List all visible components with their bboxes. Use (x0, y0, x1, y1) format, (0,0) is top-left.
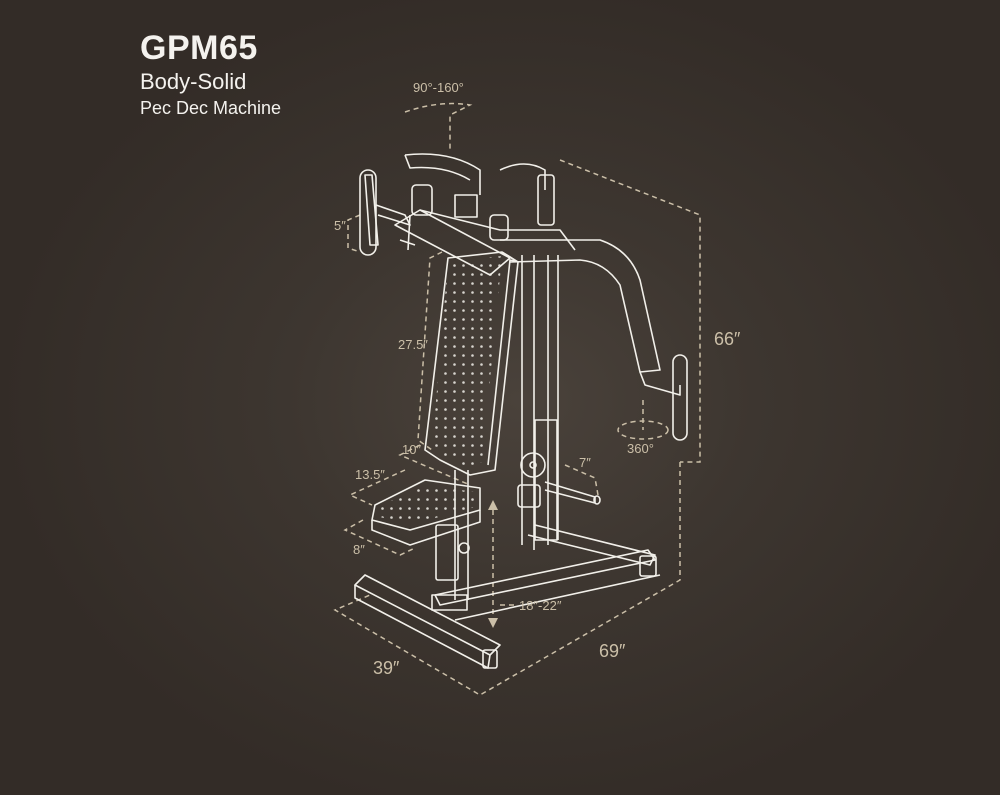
dim-length: 69″ (599, 641, 626, 661)
dim-rotation: 360° (627, 441, 654, 456)
title-block: GPM65 Body-Solid Pec Dec Machine (140, 30, 281, 120)
dim-seat-depth: 13.5″ (355, 467, 385, 482)
dim-back-pad-width: 10″ (402, 442, 422, 457)
dim-height: 66″ (714, 329, 741, 349)
product-name: Pec Dec Machine (140, 98, 282, 118)
dim-handle-offset: 5″ (334, 218, 346, 233)
dim-arm-angle: 90°-160° (413, 80, 464, 95)
brand-name: Body-Solid (140, 69, 247, 94)
dim-seat-width: 8″ (353, 542, 365, 557)
model-number: GPM65 (140, 29, 258, 67)
dim-back-pad-height: 27.5″ (398, 337, 428, 352)
machine-frame (354, 153, 688, 669)
dim-pop-pin: 7″ (579, 455, 591, 470)
dim-width: 39″ (373, 658, 400, 678)
dimension-lines (333, 102, 701, 696)
dim-seat-height-range: 18″-22″ (519, 598, 562, 613)
